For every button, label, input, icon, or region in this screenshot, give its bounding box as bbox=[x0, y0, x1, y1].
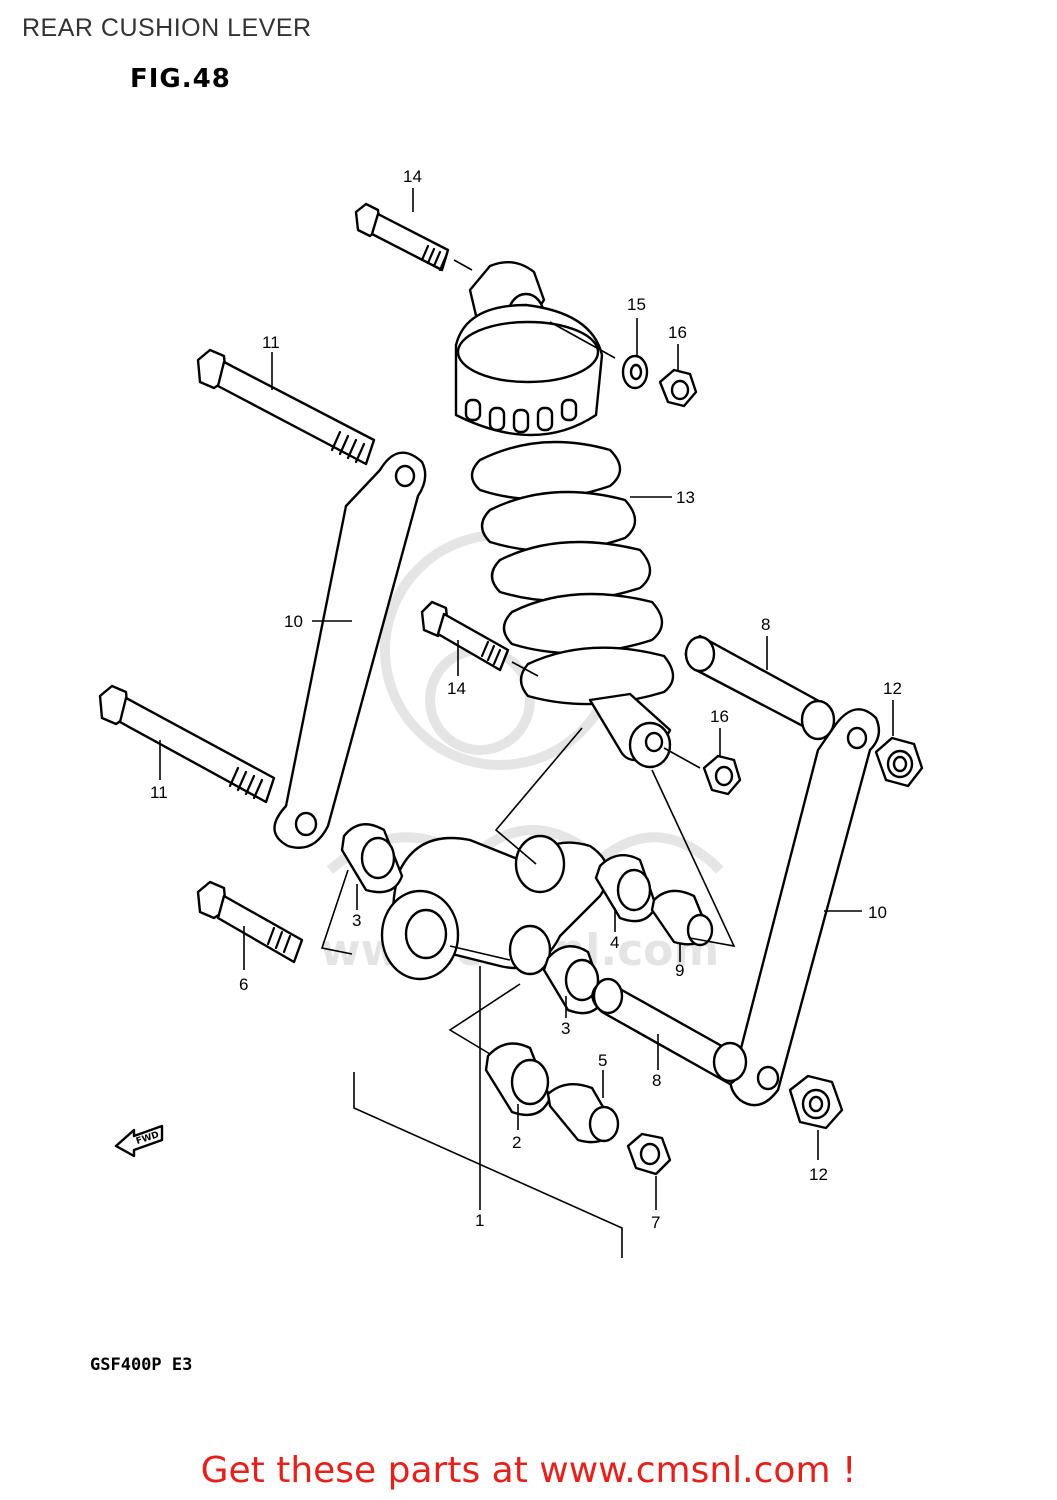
callout-3-lower: 3 bbox=[561, 1019, 570, 1038]
callout-14-upper: 14 bbox=[403, 167, 422, 186]
figure-label: FIG.48 bbox=[130, 64, 231, 94]
part-10-right-tie-rod bbox=[729, 708, 881, 1107]
callout-6: 6 bbox=[239, 975, 248, 994]
part-5-spacer bbox=[546, 1082, 620, 1144]
callout-3-upper: 3 bbox=[352, 911, 361, 930]
callout-12-upper: 12 bbox=[883, 679, 902, 698]
callout-8-lower: 8 bbox=[652, 1071, 661, 1090]
callout-13: 13 bbox=[676, 488, 695, 507]
part-6-bolt bbox=[196, 880, 304, 964]
part-11-lower-long-bolt bbox=[98, 684, 276, 804]
callout-11-lower: 11 bbox=[150, 783, 168, 802]
callout-1: 1 bbox=[475, 1211, 484, 1230]
part-14-lower-bolt bbox=[420, 600, 510, 672]
model-code: GSF400P E3 bbox=[90, 1355, 193, 1375]
page-title: REAR CUSHION LEVER bbox=[22, 14, 312, 42]
part-12-upper-nut bbox=[874, 736, 924, 788]
part-3-lower-bearing bbox=[542, 945, 606, 1015]
callout-16-upper: 16 bbox=[668, 323, 687, 342]
callout-14-lower: 14 bbox=[447, 679, 466, 698]
part-15-washer bbox=[621, 354, 649, 390]
callout-16-lower: 16 bbox=[710, 707, 729, 726]
callout-8-upper: 8 bbox=[761, 615, 770, 634]
part-7-nut bbox=[626, 1132, 672, 1176]
part-12-lower-nut bbox=[788, 1074, 844, 1130]
fwd-arrow-icon: FWD bbox=[114, 1124, 164, 1158]
part-13-shock-absorber bbox=[454, 260, 675, 769]
part-16-upper-nut bbox=[658, 368, 698, 408]
callout-10-right: 10 bbox=[868, 903, 887, 922]
callout-15: 15 bbox=[627, 295, 646, 314]
callout-12-lower: 12 bbox=[809, 1165, 828, 1184]
part-1-cushion-lever bbox=[380, 834, 610, 981]
part-9-spacer bbox=[650, 889, 714, 947]
callout-5: 5 bbox=[598, 1051, 607, 1070]
callout-9: 9 bbox=[675, 961, 684, 980]
part-11-upper-long-bolt bbox=[196, 348, 376, 466]
part-16-lower-nut bbox=[702, 754, 742, 796]
part-10-left-tie-rod bbox=[273, 451, 427, 849]
part-4-bearing bbox=[594, 854, 658, 923]
callout-2: 2 bbox=[512, 1133, 521, 1152]
callout-4: 4 bbox=[610, 933, 619, 952]
part-3-upper-bearing bbox=[340, 823, 404, 894]
callout-10-left: 10 bbox=[284, 612, 303, 631]
callout-7: 7 bbox=[651, 1213, 660, 1232]
callout-labels: 14 15 16 11 13 10 8 14 12 16 11 3 10 4 9… bbox=[150, 167, 902, 1232]
assembly-guide-lines bbox=[320, 727, 736, 1258]
callout-11-upper: 11 bbox=[262, 333, 280, 352]
part-8-upper-spacer bbox=[684, 634, 836, 741]
part-8-lower-spacer bbox=[591, 977, 748, 1086]
cta-link[interactable]: Get these parts at www.cmsnl.com ! bbox=[200, 1450, 857, 1491]
part-14-upper-bolt bbox=[354, 202, 450, 272]
